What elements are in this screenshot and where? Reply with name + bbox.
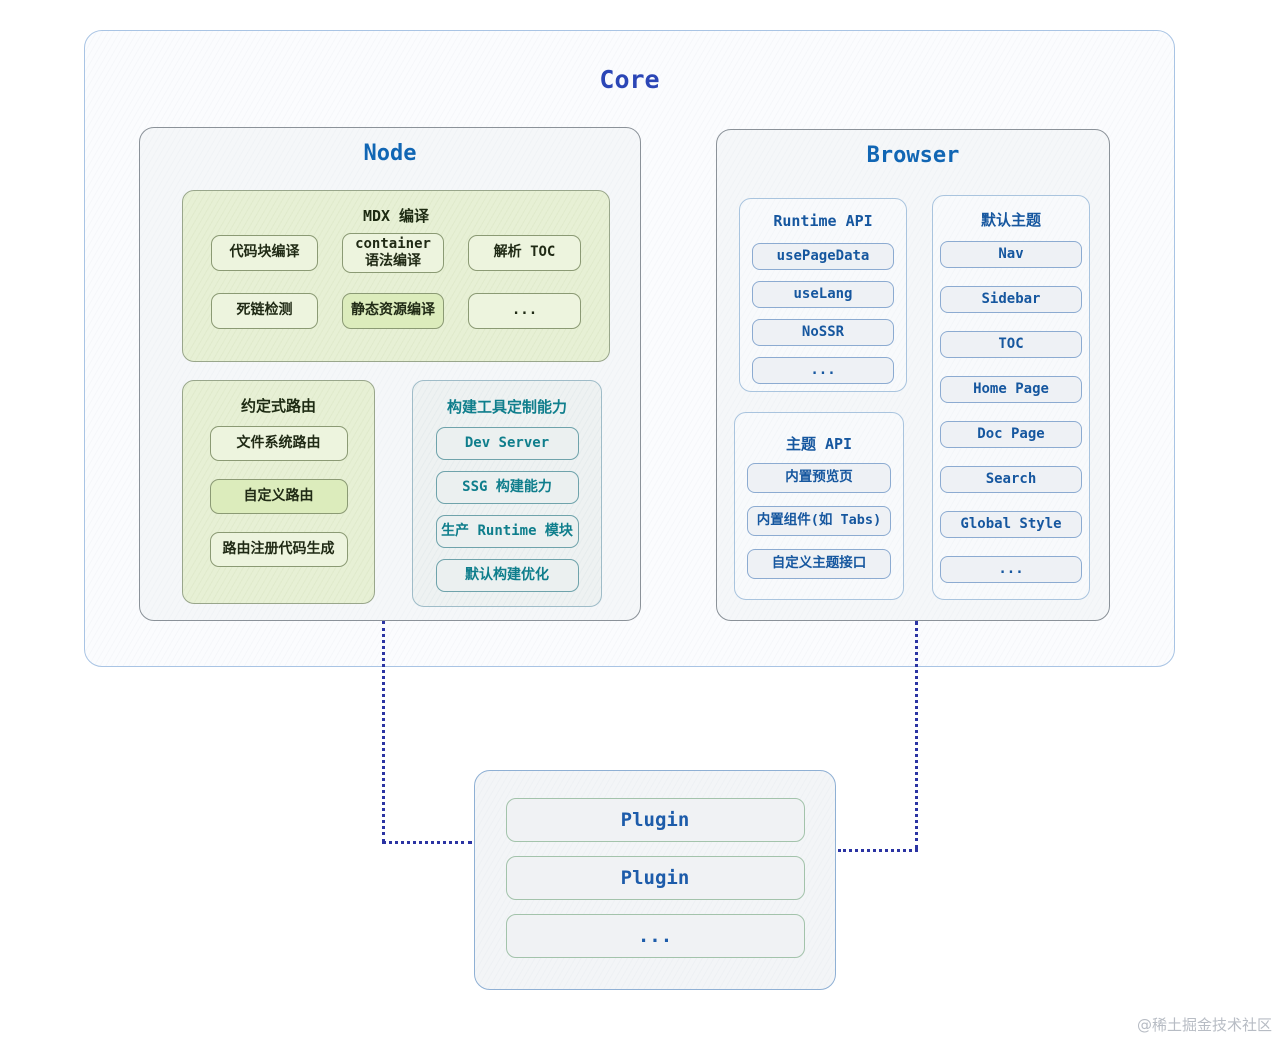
connector-node-to-plugin-vertical: [382, 621, 385, 842]
routing-item-filesystem: 文件系统路由: [209, 426, 348, 461]
theme-item-preview-page: 内置预览页: [747, 463, 891, 493]
theme-item-ellipsis: ...: [940, 556, 1082, 583]
mdx-item-dead-link: 死链检测: [211, 292, 318, 329]
mdx-compile-items: 代码块编译 container 语法编译 解析 TOC 死链检测 静态资源编译 …: [183, 233, 609, 329]
connector-browser-to-plugin-horizontal: [838, 849, 918, 852]
theme-item-global-style: Global Style: [940, 511, 1082, 538]
conventional-routing-title: 约定式路由: [240, 397, 316, 415]
build-item-default-optimize: 默认构建优化: [435, 559, 579, 592]
plugin-item-2: Plugin: [505, 856, 805, 900]
runtime-item-usepagedata: usePageData: [752, 243, 894, 270]
theme-item-doc-page: Doc Page: [940, 421, 1082, 448]
node-title: Node: [363, 141, 417, 166]
plugin-box: Plugin Plugin ...: [474, 770, 836, 990]
theme-api-title: 主题 API: [785, 435, 853, 453]
mdx-item-container-syntax: container 语法编译: [342, 233, 444, 273]
default-theme-box: 默认主题 Nav Sidebar TOC Home Page Doc Page …: [932, 195, 1090, 600]
conventional-routing-items: 文件系统路由 自定义路由 路由注册代码生成: [183, 426, 374, 567]
routing-item-codegen: 路由注册代码生成: [209, 532, 348, 567]
build-item-runtime-module: 生产 Runtime 模块: [435, 515, 579, 548]
runtime-api-items: usePageData useLang NoSSR ...: [740, 243, 906, 384]
mdx-item-code-block: 代码块编译: [211, 234, 318, 271]
mdx-compile-title: MDX 编译: [362, 207, 430, 225]
build-item-dev-server: Dev Server: [435, 427, 579, 460]
theme-item-sidebar: Sidebar: [940, 286, 1082, 313]
theme-item-toc: TOC: [940, 331, 1082, 358]
connector-browser-to-plugin-vertical: [915, 621, 918, 849]
theme-item-custom-theme-api: 自定义主题接口: [747, 549, 891, 579]
theme-item-nav: Nav: [940, 241, 1082, 268]
watermark: @稀土掘金技术社区: [1136, 1016, 1272, 1034]
build-item-ssg: SSG 构建能力: [435, 471, 579, 504]
build-tool-items: Dev Server SSG 构建能力 生产 Runtime 模块 默认构建优化: [413, 427, 601, 592]
runtime-api-box: Runtime API usePageData useLang NoSSR ..…: [739, 198, 907, 392]
runtime-api-title: Runtime API: [773, 212, 873, 230]
mdx-item-parse-toc: 解析 TOC: [468, 234, 581, 271]
runtime-item-uselang: useLang: [752, 281, 894, 308]
runtime-item-ellipsis: ...: [752, 357, 894, 384]
build-tool-title: 构建工具定制能力: [446, 398, 567, 416]
default-theme-title: 默认主题: [980, 211, 1041, 229]
conventional-routing-box: 约定式路由 文件系统路由 自定义路由 路由注册代码生成: [182, 380, 375, 604]
plugin-item-ellipsis: ...: [505, 914, 805, 958]
theme-item-home-page: Home Page: [940, 376, 1082, 403]
core-title: Core: [599, 65, 660, 94]
theme-item-search: Search: [940, 466, 1082, 493]
theme-api-items: 内置预览页 内置组件(如 Tabs) 自定义主题接口: [735, 463, 903, 579]
routing-item-custom: 自定义路由: [209, 479, 348, 514]
mdx-compile-box: MDX 编译 代码块编译 container 语法编译 解析 TOC 死链检测 …: [182, 190, 610, 362]
build-tool-box: 构建工具定制能力 Dev Server SSG 构建能力 生产 Runtime …: [412, 380, 602, 607]
default-theme-items: Nav Sidebar TOC Home Page Doc Page Searc…: [933, 241, 1089, 583]
browser-box: Browser Runtime API usePageData useLang …: [716, 129, 1110, 621]
plugin-item-1: Plugin: [505, 798, 805, 842]
theme-item-builtin-components: 内置组件(如 Tabs): [747, 506, 891, 536]
core-box: Core Node MDX 编译 代码块编译 container 语法编译 解析…: [84, 30, 1175, 667]
runtime-item-nossr: NoSSR: [752, 319, 894, 346]
mdx-item-static-assets: 静态资源编译: [342, 292, 444, 329]
node-box: Node MDX 编译 代码块编译 container 语法编译 解析 TOC …: [139, 127, 641, 621]
theme-api-box: 主题 API 内置预览页 内置组件(如 Tabs) 自定义主题接口: [734, 412, 904, 600]
browser-title: Browser: [866, 143, 960, 168]
mdx-item-ellipsis: ...: [468, 292, 581, 329]
connector-node-to-plugin-horizontal: [382, 841, 472, 844]
